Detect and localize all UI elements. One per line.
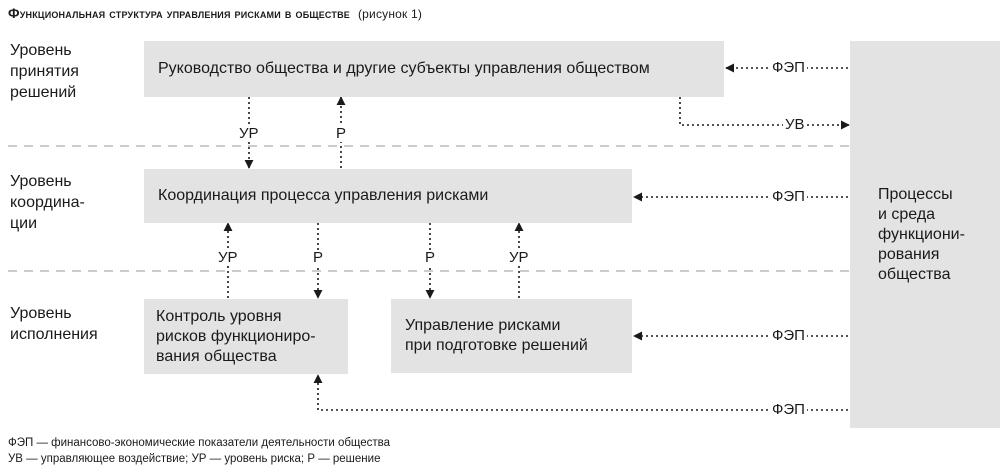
box-risk-control-line: рисков функциониро- (156, 327, 316, 345)
level-coordination-line: Уровень (10, 173, 72, 190)
box-coordination: Координация процесса управления рисками (144, 169, 632, 223)
box-management-text: Руководство общества и другие субъекты у… (158, 60, 650, 77)
box-risk-control: Контроль уровня рисков функциониро- вани… (144, 299, 348, 374)
level-decision: Уровень принятия решений (10, 40, 79, 103)
label-fep-management: ФЭП (770, 59, 807, 76)
title-text: Функциональная структура управления риск… (8, 6, 351, 21)
box-decision-risk-line: при подготовке решений (405, 337, 588, 354)
box-decision-risk: Управление рисками при подготовке решени… (391, 299, 632, 373)
box-processes-line: общества (878, 265, 951, 283)
level-coordination-line: координа- (10, 194, 85, 211)
level-coordination: Уровень координа- ции (10, 171, 85, 234)
label-fep-control: ФЭП (770, 401, 807, 418)
label-r-top: Р (334, 125, 349, 142)
legend-line-1: ФЭП — финансово-экономические показатели… (8, 437, 391, 449)
label-r-control: Р (311, 249, 326, 266)
box-risk-control-line: Контроль уровня (156, 307, 282, 325)
box-processes-line: и среда (878, 205, 936, 223)
label-uv: УВ (783, 116, 807, 133)
legend-line-2: УВ — управляющее воздействие; УР — урове… (8, 453, 381, 465)
box-risk-control-line: вания общества (156, 347, 277, 365)
level-execution-line: исполнения (10, 326, 98, 343)
label-r-decision-risk: Р (423, 249, 438, 266)
box-management: Руководство общества и другие субъекты у… (144, 41, 724, 97)
level-decision-line: Уровень (10, 42, 72, 59)
arrow-uv-to-processes (679, 97, 850, 130)
level-coordination-line: ции (10, 215, 38, 232)
title-figure-ref: (рисунок 1) (357, 7, 423, 21)
diagram-title: Функциональная структура управления риск… (8, 6, 422, 21)
level-decision-line: решений (10, 84, 77, 101)
level-execution: Уровень исполнения (10, 303, 98, 345)
label-fep-coordination: ФЭП (770, 188, 807, 205)
box-coordination-text: Координация процесса управления рисками (158, 187, 489, 204)
box-decision-risk-line: Управление рисками (405, 317, 561, 334)
label-fep-decision-risk: ФЭП (770, 327, 807, 344)
level-execution-line: Уровень (10, 305, 72, 322)
box-processes-line: Процессы (878, 185, 953, 203)
arrow-fep-to-control (313, 374, 848, 411)
label-ur-decision-risk: УР (507, 249, 531, 266)
box-processes: Процессы и среда функциони- рования обще… (850, 41, 1000, 428)
box-processes-line: функциони- (878, 225, 965, 243)
box-processes-line: рования (878, 245, 940, 263)
label-ur-control: УР (216, 249, 240, 266)
level-decision-line: принятия (10, 63, 79, 80)
label-ur-top: УР (237, 125, 261, 142)
